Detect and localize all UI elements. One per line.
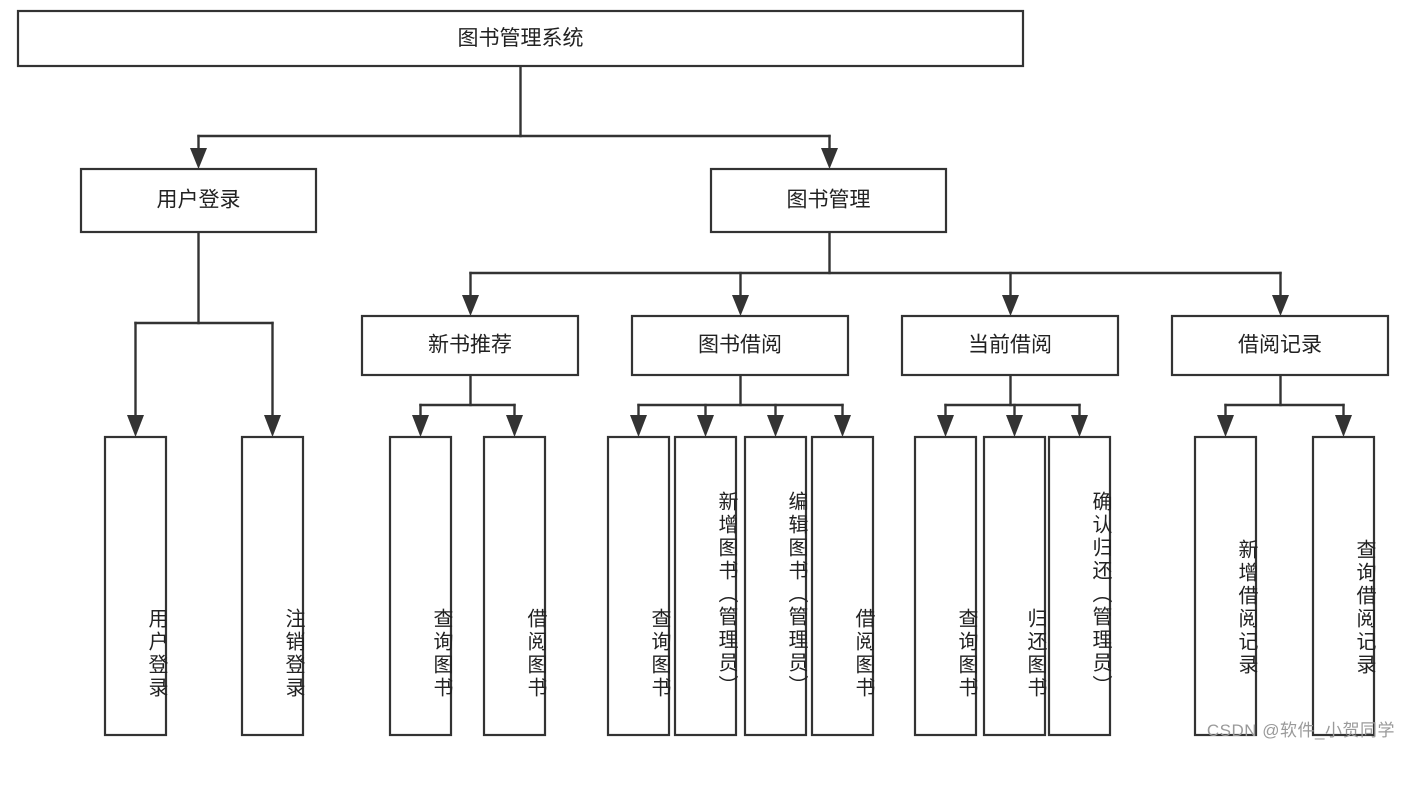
arrow-to-book-mgmt <box>821 148 838 169</box>
arrow-currentborrow-leaf-2 <box>1006 415 1023 437</box>
node-new-book-recommend-box[interactable] <box>360 314 580 377</box>
csdn-watermark: CSDN @软件_小贺同学 <box>1206 721 1395 740</box>
arrow-userlogin-leaf-1 <box>127 415 144 437</box>
leaf-box-new-book-1[interactable] <box>388 435 453 737</box>
arrow-bookborrow-leaf-3 <box>767 415 784 437</box>
leaf-box-new-book-2[interactable] <box>482 435 547 737</box>
arrow-userlogin-leaf-2 <box>264 415 281 437</box>
node-root-box[interactable] <box>16 9 1025 68</box>
arrow-bookborrow-leaf-4 <box>834 415 851 437</box>
node-borrow-record-box[interactable] <box>1170 314 1390 377</box>
leaf-box-borrow-record-1[interactable] <box>1193 435 1258 737</box>
leaf-box-current-borrow-3[interactable] <box>1047 435 1112 737</box>
arrow-borrowrecord-leaf-2 <box>1335 415 1352 437</box>
node-book-borrow-label: 图书借阅 <box>698 334 782 357</box>
arrow-currentborrow-leaf-3 <box>1071 415 1088 437</box>
leaf-box-current-borrow-2[interactable] <box>982 435 1047 737</box>
node-borrow-record-label: 借阅记录 <box>1238 334 1322 357</box>
arrow-to-borrow-record <box>1272 295 1289 316</box>
leaf-box-book-borrow-3[interactable] <box>743 435 808 737</box>
node-book-mgmt-label: 图书管理 <box>787 189 871 212</box>
node-root-label: 图书管理系统 <box>458 27 584 50</box>
node-current-borrow-label: 当前借阅 <box>968 334 1052 357</box>
arrow-newbook-leaf-1 <box>412 415 429 437</box>
leaf-box-user-login-1[interactable] <box>103 435 168 737</box>
node-book-borrow-box[interactable] <box>630 314 850 377</box>
connector-group <box>127 64 1352 437</box>
leaf-box-user-login-2[interactable] <box>240 435 305 737</box>
arrow-to-new-book-recommend <box>462 295 479 316</box>
arrow-to-current-borrow <box>1002 295 1019 316</box>
arrow-to-book-borrow <box>732 295 749 316</box>
arrow-bookborrow-leaf-1 <box>630 415 647 437</box>
leaf-box-borrow-record-2[interactable] <box>1311 435 1376 737</box>
leaf-box-current-borrow-1[interactable] <box>913 435 978 737</box>
leaf-box-book-borrow-4[interactable] <box>810 435 875 737</box>
leaf-box-book-borrow-1[interactable] <box>606 435 671 737</box>
arrow-bookborrow-leaf-2 <box>697 415 714 437</box>
node-user-login-box[interactable] <box>79 167 318 234</box>
leaf-box-book-borrow-2[interactable] <box>673 435 738 737</box>
diagram-canvas: 图书管理系统 用户登录 图书管理 新书推荐 图书借阅 当前借阅 借阅记录 <box>16 9 1395 740</box>
node-new-book-recommend-label: 新书推荐 <box>428 334 512 357</box>
diagram-svg: 图书管理系统 用户登录 图书管理 新书推荐 图书借阅 当前借阅 借阅记录 <box>16 9 1390 737</box>
arrow-newbook-leaf-2 <box>506 415 523 437</box>
node-book-mgmt-box[interactable] <box>709 167 948 234</box>
arrow-currentborrow-leaf-1 <box>937 415 954 437</box>
node-current-borrow-box[interactable] <box>900 314 1120 377</box>
arrow-to-user-login <box>190 148 207 169</box>
arrow-borrowrecord-leaf-1 <box>1217 415 1234 437</box>
node-user-login-label: 用户登录 <box>157 189 241 212</box>
